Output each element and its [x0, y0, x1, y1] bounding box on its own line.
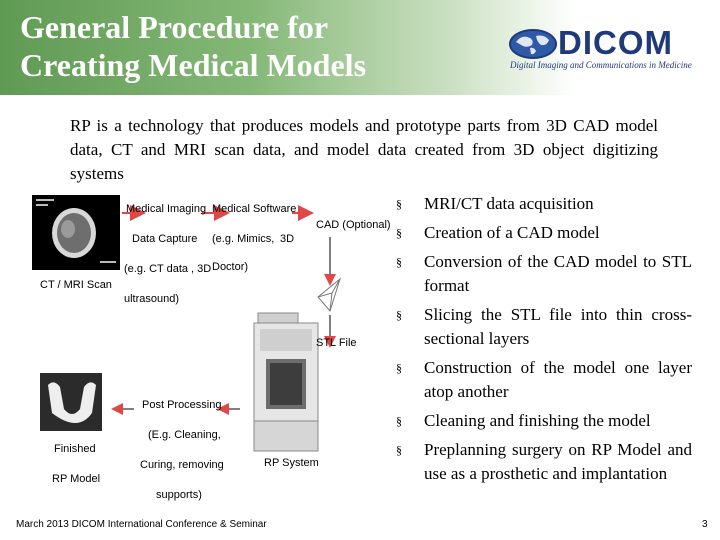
bullet-marker: §: [396, 197, 402, 211]
label-stl-file: STL File: [316, 337, 357, 349]
bullet-item: § Creation of a CAD model: [396, 221, 692, 245]
bullet-item: § Slicing the STL file into thin cross-se…: [396, 303, 692, 351]
label-post-example-1: (E.g. Cleaning,: [148, 429, 221, 441]
page-number: 3: [702, 519, 708, 530]
bullet-text: Preplanning surgery on RP Model and use …: [424, 440, 692, 483]
label-data-capture: Data Capture: [132, 233, 198, 245]
bullet-item: § Preplanning surgery on RP Model and use…: [396, 438, 692, 486]
ct-scan-image: [32, 195, 120, 270]
label-rp-model: RP Model: [52, 473, 101, 485]
bullet-item: § Construction of the model one layer ato…: [396, 356, 692, 404]
bullet-marker: §: [396, 443, 402, 457]
bullet-text: Construction of the model one layer atop…: [424, 358, 692, 401]
label-medical-imaging: Medical Imaging: [126, 203, 207, 215]
bullet-marker: §: [396, 226, 402, 240]
rp-machine-image: [253, 312, 319, 452]
rp-model-image: [40, 373, 102, 431]
bullet-item: § Cleaning and finishing the model: [396, 409, 692, 433]
bullet-marker: §: [396, 361, 402, 375]
label-software-example-3: Doctor): [212, 261, 249, 273]
bullet-text: Cleaning and finishing the model: [424, 411, 651, 430]
label-software-example-1: (e.g. Mimics,: [212, 233, 275, 245]
label-post-example-2: Curing, removing: [140, 459, 224, 471]
bullet-text: Slicing the STL file into thin cross-sec…: [424, 305, 692, 348]
bullet-item: § Conversion of the CAD model to STL form…: [396, 250, 692, 298]
rp-process-diagram: Medical Imaging Medical Software CAD (Op…: [30, 195, 391, 515]
label-cad-optional: CAD (Optional): [316, 219, 391, 231]
label-software-example-2: 3D: [280, 233, 295, 245]
slide-title: General Procedure for Creating Medical M…: [20, 8, 366, 84]
label-post-processing: Post Processing: [142, 399, 222, 411]
label-medical-software: Medical Software: [212, 203, 297, 215]
bullet-text: MRI/CT data acquisition: [424, 194, 594, 213]
footer-text: March 2013 DICOM International Conferenc…: [16, 519, 267, 530]
label-data-capture-example-2: ultrasound): [124, 293, 180, 305]
header-banner: General Procedure for Creating Medical M…: [0, 0, 720, 95]
bullet-item: § MRI/CT data acquisition: [396, 192, 692, 216]
diagram-graphics: [32, 195, 341, 452]
label-data-capture-example-1: (e.g. CT data , 3D: [124, 263, 212, 275]
logo-wordmark: DICOM: [558, 24, 673, 61]
intro-paragraph: RP is a technology that produces models …: [70, 116, 658, 183]
label-ct-mri-scan: CT / MRI Scan: [40, 279, 112, 291]
globe-icon: [509, 29, 557, 59]
bullet-list: § MRI/CT data acquisition § Creation of a …: [396, 192, 692, 491]
bullet-text: Conversion of the CAD model to STL forma…: [424, 252, 692, 295]
bullet-marker: §: [396, 255, 402, 269]
label-rp-system: RP System: [264, 457, 319, 469]
bullet-marker: §: [396, 414, 402, 428]
label-finished: Finished: [54, 443, 96, 455]
bullet-text: Creation of a CAD model: [424, 223, 600, 242]
title-line-1: General Procedure for: [20, 9, 329, 45]
title-line-2: Creating Medical Models: [20, 47, 367, 83]
label-post-example-3: supports): [156, 489, 202, 501]
bullet-marker: §: [396, 308, 402, 322]
dicom-logo: DICOM Digital Imaging and Communications…: [508, 24, 708, 76]
logo-tagline: Digital Imaging and Communications in Me…: [510, 60, 692, 70]
stl-wireframe-image: [317, 277, 341, 313]
